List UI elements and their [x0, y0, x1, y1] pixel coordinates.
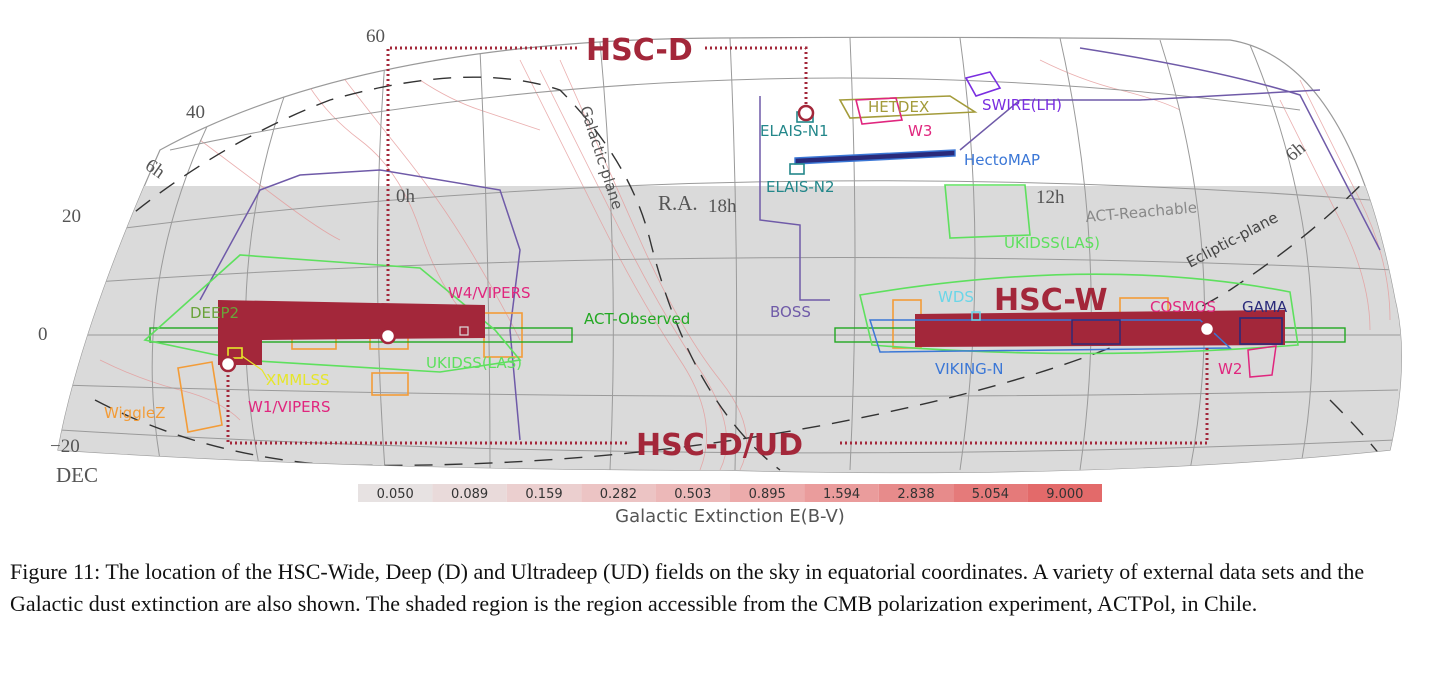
- hetdex-outline: [838, 95, 978, 119]
- w2-outline: [1247, 345, 1277, 378]
- ra-axis-label: R.A.: [658, 191, 698, 215]
- ukidss-las-top-label: UKIDSS(LAS): [1004, 234, 1100, 252]
- hectomap-label: HectoMAP: [964, 151, 1040, 169]
- dec-tick-0: 0: [38, 324, 48, 345]
- w3-label: W3: [908, 122, 932, 140]
- colorbar-tick-label: 9.000: [1046, 487, 1083, 502]
- xmmlss-label: XMMLSS: [266, 371, 330, 389]
- dec-tick-40: 40: [186, 102, 205, 123]
- colorbar-cell: [878, 484, 954, 502]
- dec-tick-60: 60: [366, 26, 385, 47]
- colorbar-cell: [358, 484, 433, 502]
- deep-field-markers: [219, 104, 1216, 373]
- ukidss-las-left-label: UKIDSS(LAS): [426, 354, 522, 372]
- gama-box-2: [1071, 319, 1121, 345]
- colorbar-cell: [730, 484, 805, 502]
- deep-small-box: [459, 326, 469, 336]
- ra-gridlines: [151, 37, 1313, 471]
- ra-tick-0h: 0h: [396, 186, 416, 207]
- wigglez-label: WiggleZ: [104, 404, 165, 422]
- figure-caption: Figure 11: The location of the HSC-Wide,…: [10, 559, 1365, 616]
- hsc-d-label: HSC-D: [586, 33, 693, 68]
- colorbar-title: Galactic Extinction E(B-V): [615, 506, 845, 527]
- hectomap-strip: [794, 149, 956, 165]
- boss-footprint-right: [1079, 47, 1381, 251]
- hsc-d-connectors: [226, 46, 1209, 445]
- colorbar-tick-label: 0.503: [674, 487, 711, 502]
- colorbar-tick-label: 0.089: [451, 487, 488, 502]
- colorbar-tick-label: 0.895: [749, 487, 786, 502]
- w3-outline: [854, 97, 904, 125]
- xmmlss-box: [227, 347, 243, 359]
- gama-box: [1239, 317, 1283, 345]
- wds-box: [971, 311, 981, 321]
- colorbar-cell: [432, 484, 507, 502]
- w4-vipers-label: W4/VIPERS: [448, 284, 531, 302]
- dec-axis-label: DEC: [56, 463, 98, 487]
- colorbar-tick-label: 0.159: [525, 487, 562, 502]
- w2-label: W2: [1218, 360, 1242, 378]
- colorbar-cell: [581, 484, 656, 502]
- sky-map-figure: HSC-D HSC-W HSC-D/UD HETDEX SWIRE(LH) W3…: [38, 26, 1402, 527]
- ecliptic-plane-curve: [94, 169, 1376, 467]
- boss-footprint: [199, 89, 1321, 441]
- sky-map: HSC-D HSC-W HSC-D/UD HETDEX SWIRE(LH) W3…: [38, 26, 1402, 527]
- xmmlss-link: [241, 355, 269, 381]
- hetdex-label: HETDEX: [868, 98, 929, 116]
- colorbar-cell: [655, 484, 730, 502]
- ukidss-las-outlines: [143, 184, 1299, 373]
- colorbar-tick-label: 1.594: [823, 487, 860, 502]
- deep2-label: DEEP2: [190, 304, 239, 322]
- ra-tick-18h: 18h: [708, 196, 737, 217]
- hsc-w-label: HSC-W: [994, 283, 1108, 318]
- elais-n2-label: ELAIS-N2: [766, 178, 835, 196]
- colorbar-tick-label: 0.282: [600, 487, 637, 502]
- ecliptic-plane-curve-lower: [1329, 399, 1381, 456]
- colorbar-tick-label: 0.050: [377, 487, 414, 502]
- hsc-dud-label: HSC-D/UD: [636, 428, 803, 463]
- viking-n-label: VIKING-N: [935, 360, 1003, 378]
- extinction-colorbar: 0.050 0.089 0.159 0.282 0.503 0.895 1.594 2.838…: [358, 484, 1102, 502]
- colorbar-tick-label: 2.838: [897, 487, 934, 502]
- colorbar-cell: [1027, 484, 1102, 502]
- wds-label: WDS: [938, 288, 974, 306]
- elais-n1-label: ELAIS-N1: [760, 122, 829, 140]
- boss-label: BOSS: [770, 303, 811, 321]
- swire-label: SWIRE(LH): [982, 96, 1062, 114]
- w1-vipers-label: W1/VIPERS: [248, 398, 331, 416]
- ra-tick-12h: 12h: [1036, 187, 1065, 208]
- act-observed-label: ACT-Observed: [584, 310, 690, 328]
- colorbar-cell: [953, 484, 1028, 502]
- gama-label: GAMA: [1242, 298, 1288, 316]
- colorbar-cell: [506, 484, 582, 502]
- swire-outline: [964, 71, 1002, 97]
- cosmos-label: COSMOS: [1150, 298, 1216, 316]
- galactic-plane-curve: [89, 76, 781, 471]
- elais-n2-box: [789, 163, 805, 175]
- colorbar-cell: [804, 484, 879, 502]
- colorbar-tick-label: 5.054: [972, 487, 1009, 502]
- dec-tick-minus20: −20: [50, 436, 80, 457]
- dec-tick-20: 20: [62, 206, 81, 227]
